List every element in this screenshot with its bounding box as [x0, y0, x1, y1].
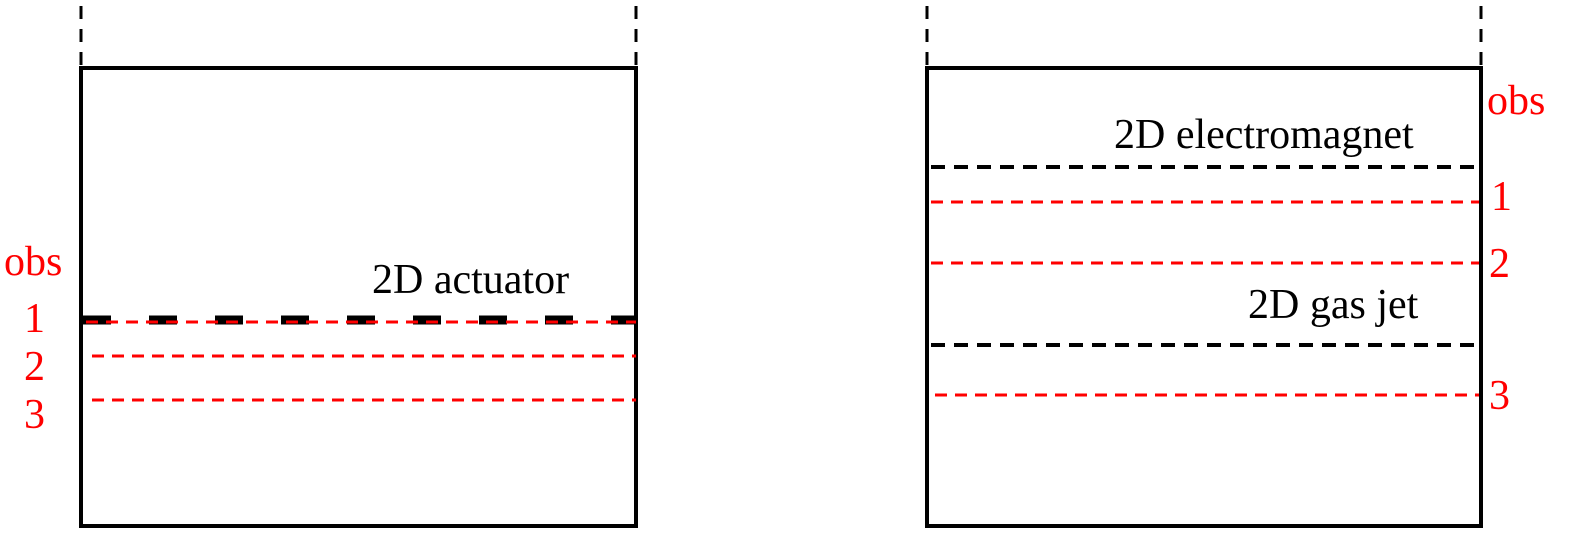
- left-obs-number-1: 1: [24, 296, 45, 342]
- left-obs-number-2: 2: [24, 344, 45, 390]
- left-panel: 2D actuator obs 1 2 3: [4, 6, 638, 528]
- right-domain-box: [925, 66, 1483, 528]
- left-domain-box: [79, 66, 638, 528]
- right-obs-label: obs: [1487, 78, 1545, 124]
- actuator-label: 2D actuator: [372, 257, 569, 303]
- left-obs-number-3: 3: [24, 392, 45, 438]
- right-obs-number-1: 1: [1491, 174, 1512, 220]
- right-obs-number-2: 2: [1489, 241, 1510, 287]
- left-obs-label: obs: [4, 239, 62, 285]
- gas-jet-label: 2D gas jet: [1248, 282, 1419, 328]
- right-obs-number-3: 3: [1489, 373, 1510, 419]
- electromagnet-label: 2D electromagnet: [1114, 112, 1414, 158]
- right-panel: 2D electromagnet 2D gas jet obs 1 2 3: [925, 6, 1545, 528]
